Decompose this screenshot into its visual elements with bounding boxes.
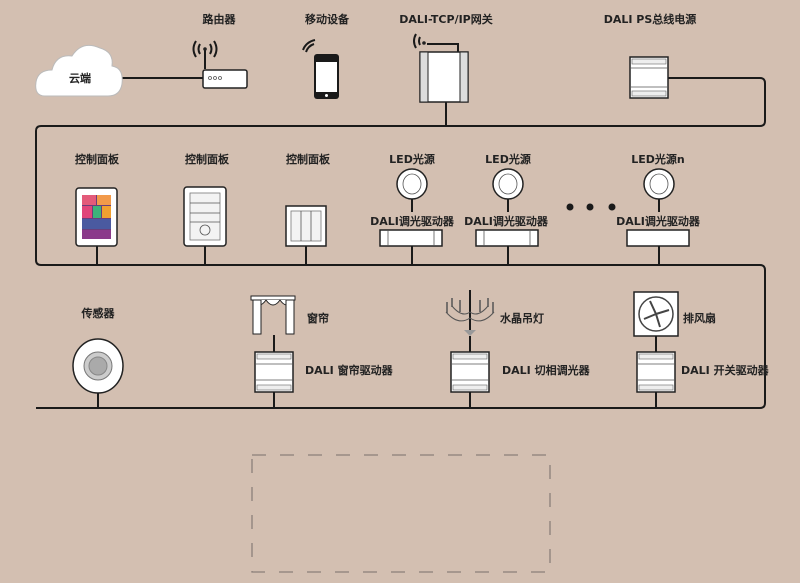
phase-dimmer-icon — [450, 351, 490, 408]
panel-label-3: 控制面板 — [286, 152, 331, 166]
driver-label-2: DALI调光驱动器 — [464, 214, 549, 228]
curtain-icon — [250, 295, 296, 352]
led-label-n: LED光源n — [631, 152, 685, 166]
gateway-icon — [413, 33, 469, 103]
led-light-icon — [492, 168, 524, 200]
phase-dimmer-label: DALI 切相调光器 — [502, 363, 591, 377]
sensor-icon — [72, 338, 124, 408]
led-light-icon — [643, 168, 675, 200]
power-supply-label: DALI PS总线电源 — [604, 12, 697, 26]
curtain-label: 窗帘 — [307, 311, 329, 325]
panel-label-2: 控制面板 — [185, 152, 230, 166]
cloud-label: 云端 — [69, 71, 91, 85]
dimming-driver-icon — [626, 229, 690, 247]
mobile-phone-icon — [302, 39, 339, 99]
curtain-driver-icon — [254, 351, 294, 408]
led-group-2: LED光源 DALI调光驱动器 — [464, 152, 549, 265]
router-icon — [192, 40, 248, 89]
switch-panel-icon — [285, 205, 327, 265]
switch-driver-icon — [636, 351, 676, 408]
curtain-driver-label: DALI 窗帘驱动器 — [305, 363, 394, 377]
led-group-1: LED光源 DALI调光驱动器 — [370, 152, 455, 265]
driver-label-1: DALI调光驱动器 — [370, 214, 455, 228]
chandelier-icon — [445, 290, 495, 352]
ellipsis-dots — [566, 203, 616, 211]
panel-label-1: 控制面板 — [75, 152, 120, 166]
exhaust-fan-icon — [633, 291, 679, 352]
led-label-1: LED光源 — [389, 152, 435, 166]
button-panel-icon — [183, 186, 227, 265]
cloud-icon: 云端 — [35, 44, 123, 97]
power-supply-icon — [629, 56, 669, 99]
fan-label: 排风扇 — [683, 311, 716, 325]
router-label: 路由器 — [203, 12, 237, 26]
dimming-driver-icon — [475, 229, 539, 247]
sensor-label: 传感器 — [81, 306, 116, 320]
driver-label-n: DALI调光驱动器 — [616, 214, 701, 228]
bus-lines — [35, 77, 766, 409]
touch-panel-icon — [75, 187, 118, 265]
dashed-placeholder-box — [251, 454, 551, 573]
led-group-n: LED光源n DALI调光驱动器 — [616, 152, 701, 265]
mobile-label: 移动设备 — [305, 12, 350, 26]
gateway-label: DALI-TCP/IP网关 — [399, 12, 493, 26]
switch-driver-label: DALI 开关驱动器 — [681, 363, 770, 377]
chandelier-label: 水晶吊灯 — [500, 311, 544, 325]
led-light-icon — [396, 168, 428, 200]
led-label-2: LED光源 — [485, 152, 531, 166]
dimming-driver-icon — [379, 229, 443, 247]
